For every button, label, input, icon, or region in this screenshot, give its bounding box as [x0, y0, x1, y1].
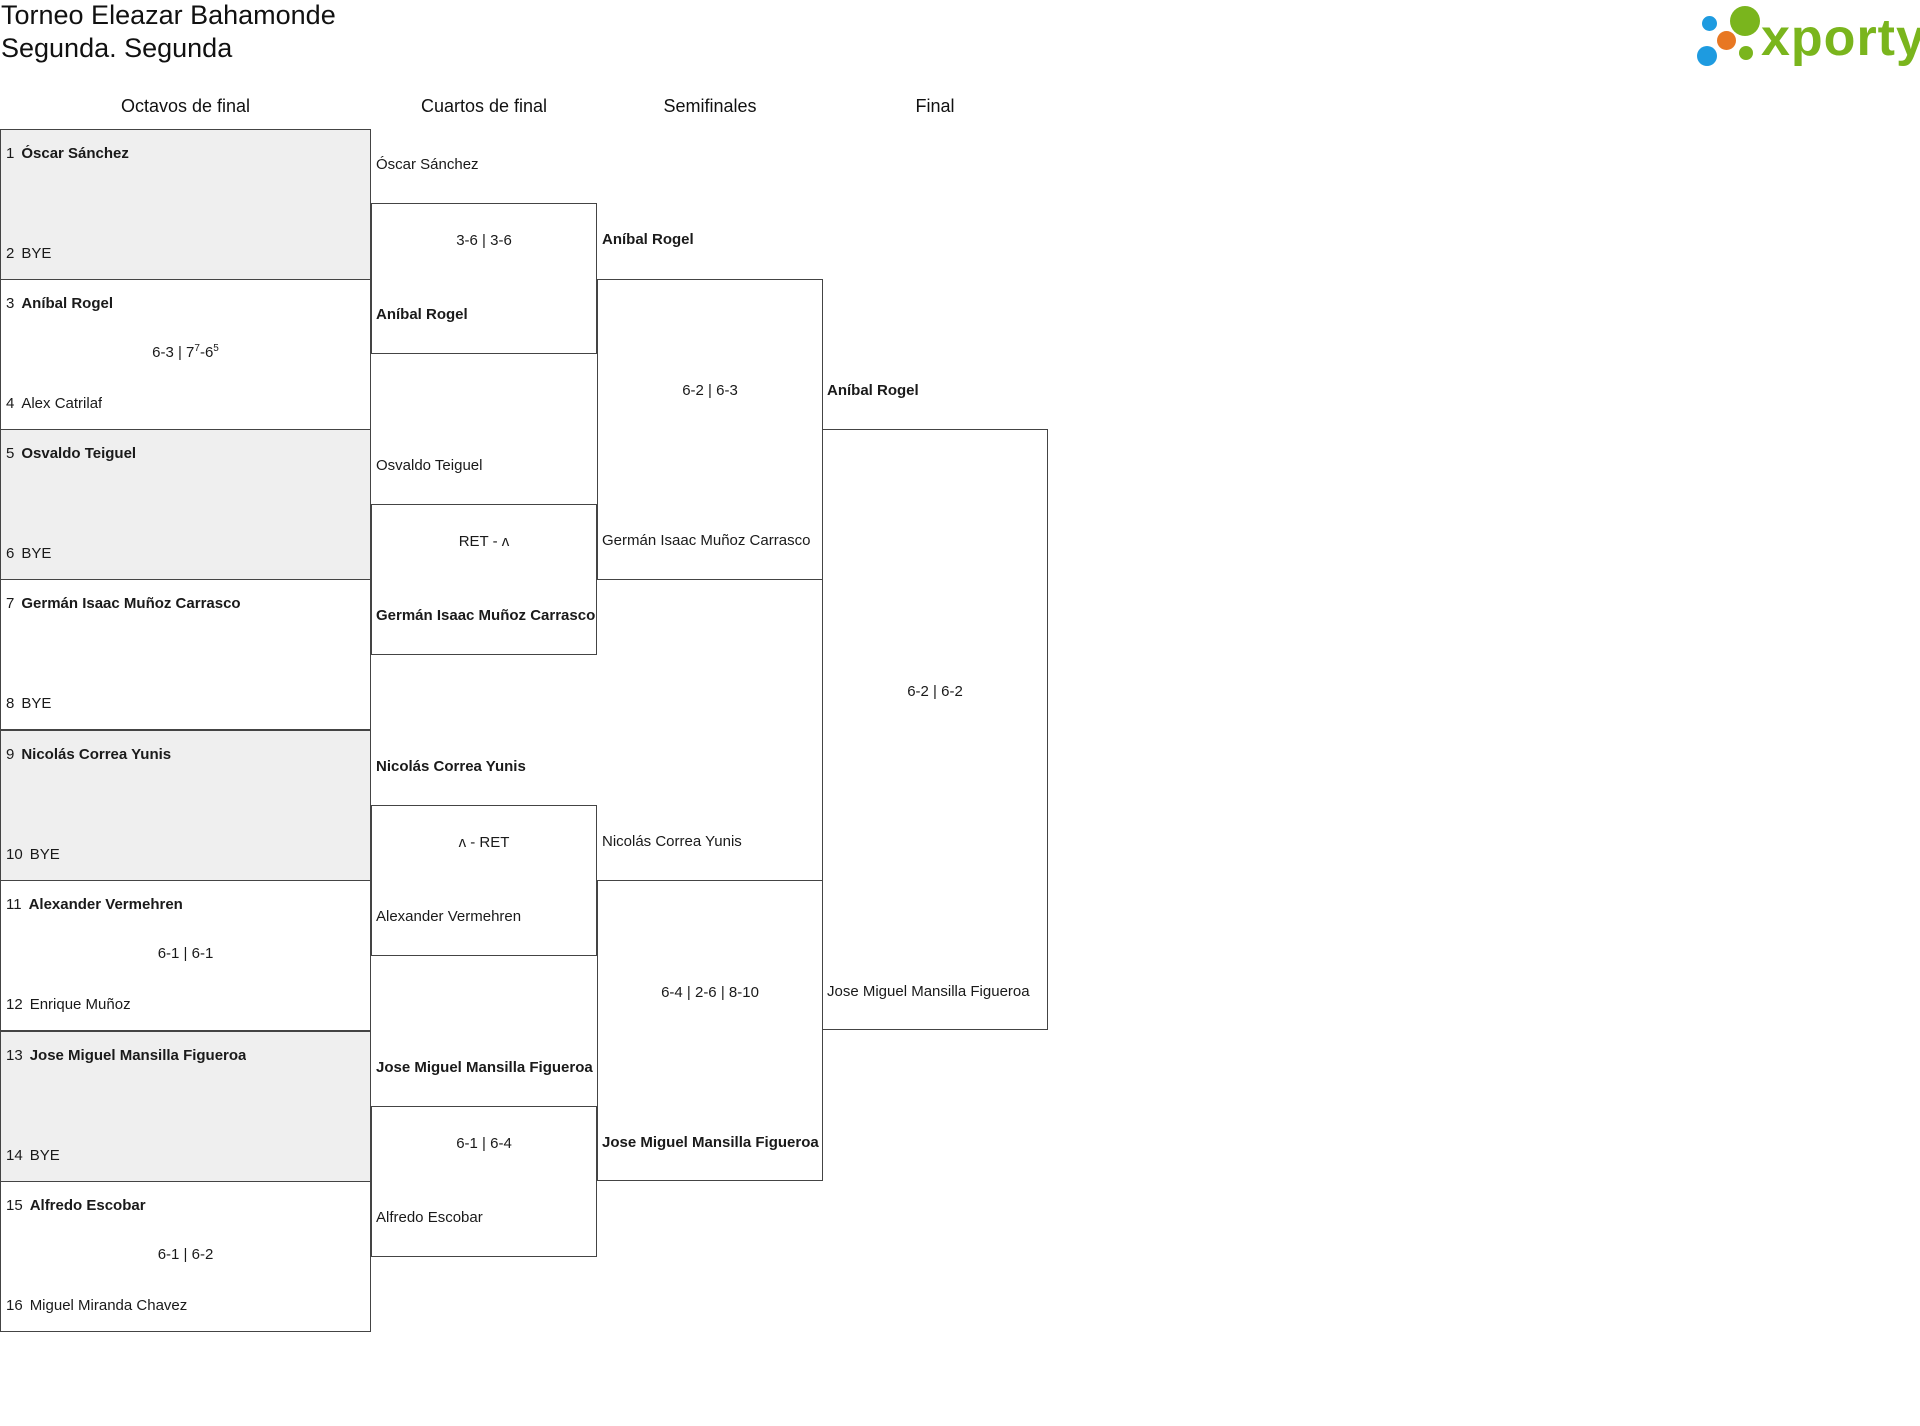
- match-score: 3-6 | 3-6: [456, 232, 512, 249]
- cuartos-match-3[interactable]: ʌ - RET: [371, 805, 597, 956]
- cuartos-match-4[interactable]: 6-1 | 6-4: [371, 1106, 597, 1257]
- logo-dot-orange: [1717, 31, 1736, 50]
- cuartos-match-1[interactable]: 3-6 | 3-6: [371, 203, 597, 354]
- semis-player: Jose Miguel Mansilla Figueroa: [602, 1134, 819, 1151]
- semis-match-2[interactable]: 6-4 | 2-6 | 8-10: [597, 880, 823, 1181]
- final-match[interactable]: 6-2 | 6-2: [822, 429, 1048, 1030]
- logo-wordmark: xporty: [1761, 9, 1920, 67]
- logo-dot-green-small: [1739, 46, 1753, 60]
- cuartos-player: Jose Miguel Mansilla Figueroa: [376, 1059, 593, 1076]
- cuartos-match-2[interactable]: RET - ʌ: [371, 504, 597, 655]
- logo-dot-green: [1730, 6, 1760, 36]
- cuartos-player: Osvaldo Teiguel: [376, 457, 483, 474]
- match-score: 6-1 | 6-4: [456, 1135, 512, 1152]
- final-player: Jose Miguel Mansilla Figueroa: [827, 983, 1030, 1000]
- match-score: 6-1 | 6-1: [157, 945, 214, 962]
- logo-dot-blue-large: [1697, 46, 1717, 66]
- round-header-semis: Semifinales: [663, 96, 757, 116]
- xporty-logo[interactable]: xporty: [1690, 2, 1920, 70]
- cuartos-player: Nicolás Correa Yunis: [376, 758, 526, 775]
- match-score: 6-1 | 6-2: [157, 1246, 214, 1263]
- semis-player: Aníbal Rogel: [602, 231, 694, 248]
- round-header-cuartos: Cuartos de final: [420, 96, 548, 116]
- tournament-category: Segunda. Segunda: [1, 33, 233, 63]
- cuartos-player: Alfredo Escobar: [376, 1209, 483, 1226]
- match-score: 6-3 | 77-65: [152, 343, 219, 362]
- cuartos-player: Alexander Vermehren: [376, 908, 522, 925]
- round-header-final: Final: [915, 96, 955, 116]
- round-header-octavos: Octavos de final: [120, 96, 251, 116]
- tournament-title: Torneo Eleazar Bahamonde: [1, 0, 336, 30]
- match-score: ʌ - RET: [458, 834, 510, 851]
- logo-dot-blue-small: [1702, 16, 1717, 31]
- final-player: Aníbal Rogel: [827, 382, 919, 399]
- semis-player: Germán Isaac Muñoz Carrasco: [602, 532, 811, 549]
- cuartos-player: Aníbal Rogel: [376, 306, 468, 323]
- match-score: 6-4 | 2-6 | 8-10: [661, 984, 759, 1001]
- cuartos-player: Germán Isaac Muñoz Carrasco: [376, 607, 596, 624]
- match-score: RET - ʌ: [458, 533, 510, 550]
- match-score: 6-2 | 6-2: [907, 683, 963, 700]
- semis-player: Nicolás Correa Yunis: [602, 833, 742, 850]
- match-score: 6-2 | 6-3: [682, 382, 738, 399]
- cuartos-player: Óscar Sánchez: [376, 156, 479, 173]
